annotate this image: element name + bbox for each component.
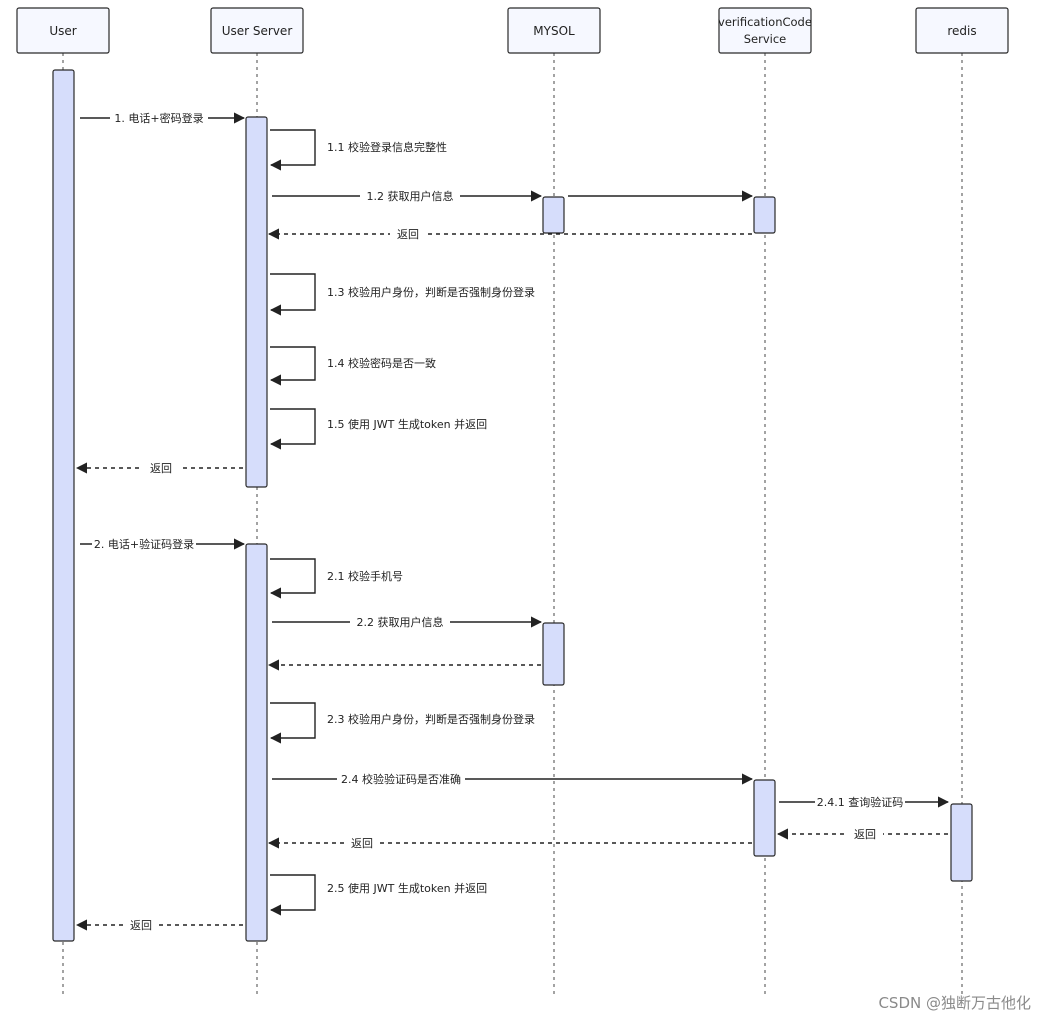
message-1-4-self: 1.4 校验密码是否一致	[269, 346, 436, 386]
activations	[52, 69, 973, 942]
activation-mysql-1	[542, 196, 565, 234]
message-1-2-return: 返回	[267, 226, 752, 241]
message-label: 1.1 校验登录信息完整性	[327, 140, 447, 154]
message-label: 2.4 校验验证码是否准确	[341, 772, 461, 786]
participant-verification-code-service: verificationCode Service	[718, 7, 812, 54]
participant-label-line2: Service	[744, 32, 787, 46]
message-1-2-get-user-info: 1.2 获取用户信息	[272, 188, 543, 203]
message-2-4-1-query-code: 2.4.1 查询验证码	[779, 794, 950, 809]
message-2-4-return: 返回	[267, 835, 752, 850]
message-label: 1.2 获取用户信息	[367, 189, 454, 203]
message-label: 返回	[150, 462, 172, 475]
participant-label: MYSOL	[533, 24, 575, 38]
message-label: 1.5 使用 JWT 生成token 并返回	[327, 417, 487, 431]
message-1-3-self: 1.3 校验用户身份，判断是否强制身份登录	[269, 273, 535, 316]
participant-label: User Server	[222, 24, 293, 38]
activation-verification-1	[753, 196, 776, 234]
activation-verification-2	[753, 779, 776, 857]
participant-label: redis	[947, 24, 976, 38]
message-label: 返回	[130, 919, 152, 932]
message-label: 1.3 校验用户身份，判断是否强制身份登录	[327, 285, 535, 299]
message-label: 2. 电话+验证码登录	[94, 537, 194, 551]
participant-user: User	[16, 7, 110, 54]
message-label: 返回	[351, 837, 373, 850]
activation-mysql-2	[542, 622, 565, 686]
message-label: 2.4.1 查询验证码	[817, 795, 904, 809]
message-2-2-get-user-info: 2.2 获取用户信息	[272, 614, 543, 629]
participant-redis: redis	[915, 7, 1009, 54]
message-label: 返回	[397, 228, 419, 241]
participant-user-server: User Server	[210, 7, 304, 54]
message-label: 返回	[854, 828, 876, 841]
message-label: 2.1 校验手机号	[327, 569, 403, 583]
activation-user-server-1	[245, 116, 268, 488]
lifelines	[62, 53, 963, 995]
participant-label: User	[49, 24, 76, 38]
activation-user-server-2	[245, 543, 268, 942]
message-2-4-verify-code: 2.4 校验验证码是否准确	[272, 771, 754, 786]
message-1-1-self: 1.1 校验登录信息完整性	[269, 129, 447, 171]
message-2-phone-code-login: 2. 电话+验证码登录	[80, 536, 246, 551]
message-label: 1.4 校验密码是否一致	[327, 356, 436, 370]
message-2-3-self: 2.3 校验用户身份，判断是否强制身份登录	[269, 702, 535, 744]
message-label: 2.3 校验用户身份，判断是否强制身份登录	[327, 712, 535, 726]
participant-label: verificationCode	[718, 15, 812, 29]
message-1-5-self: 1.5 使用 JWT 生成token 并返回	[269, 408, 487, 450]
participant-mysql: MYSOL	[507, 7, 601, 54]
message-1-return: 返回	[75, 460, 243, 475]
message-2-4-1-return: 返回	[776, 826, 948, 841]
watermark: CSDN @独断万古他化	[878, 994, 1031, 1012]
activation-user	[52, 69, 75, 942]
message-2-1-self: 2.1 校验手机号	[269, 558, 403, 599]
message-2-5-self: 2.5 使用 JWT 生成token 并返回	[269, 874, 487, 916]
message-label: 1. 电话+密码登录	[114, 111, 203, 125]
message-label: 2.2 获取用户信息	[357, 615, 444, 629]
activation-redis	[950, 803, 973, 882]
message-1-phone-password-login: 1. 电话+密码登录	[80, 110, 246, 125]
message-label: 2.5 使用 JWT 生成token 并返回	[327, 881, 487, 895]
message-2-return: 返回	[75, 917, 243, 932]
